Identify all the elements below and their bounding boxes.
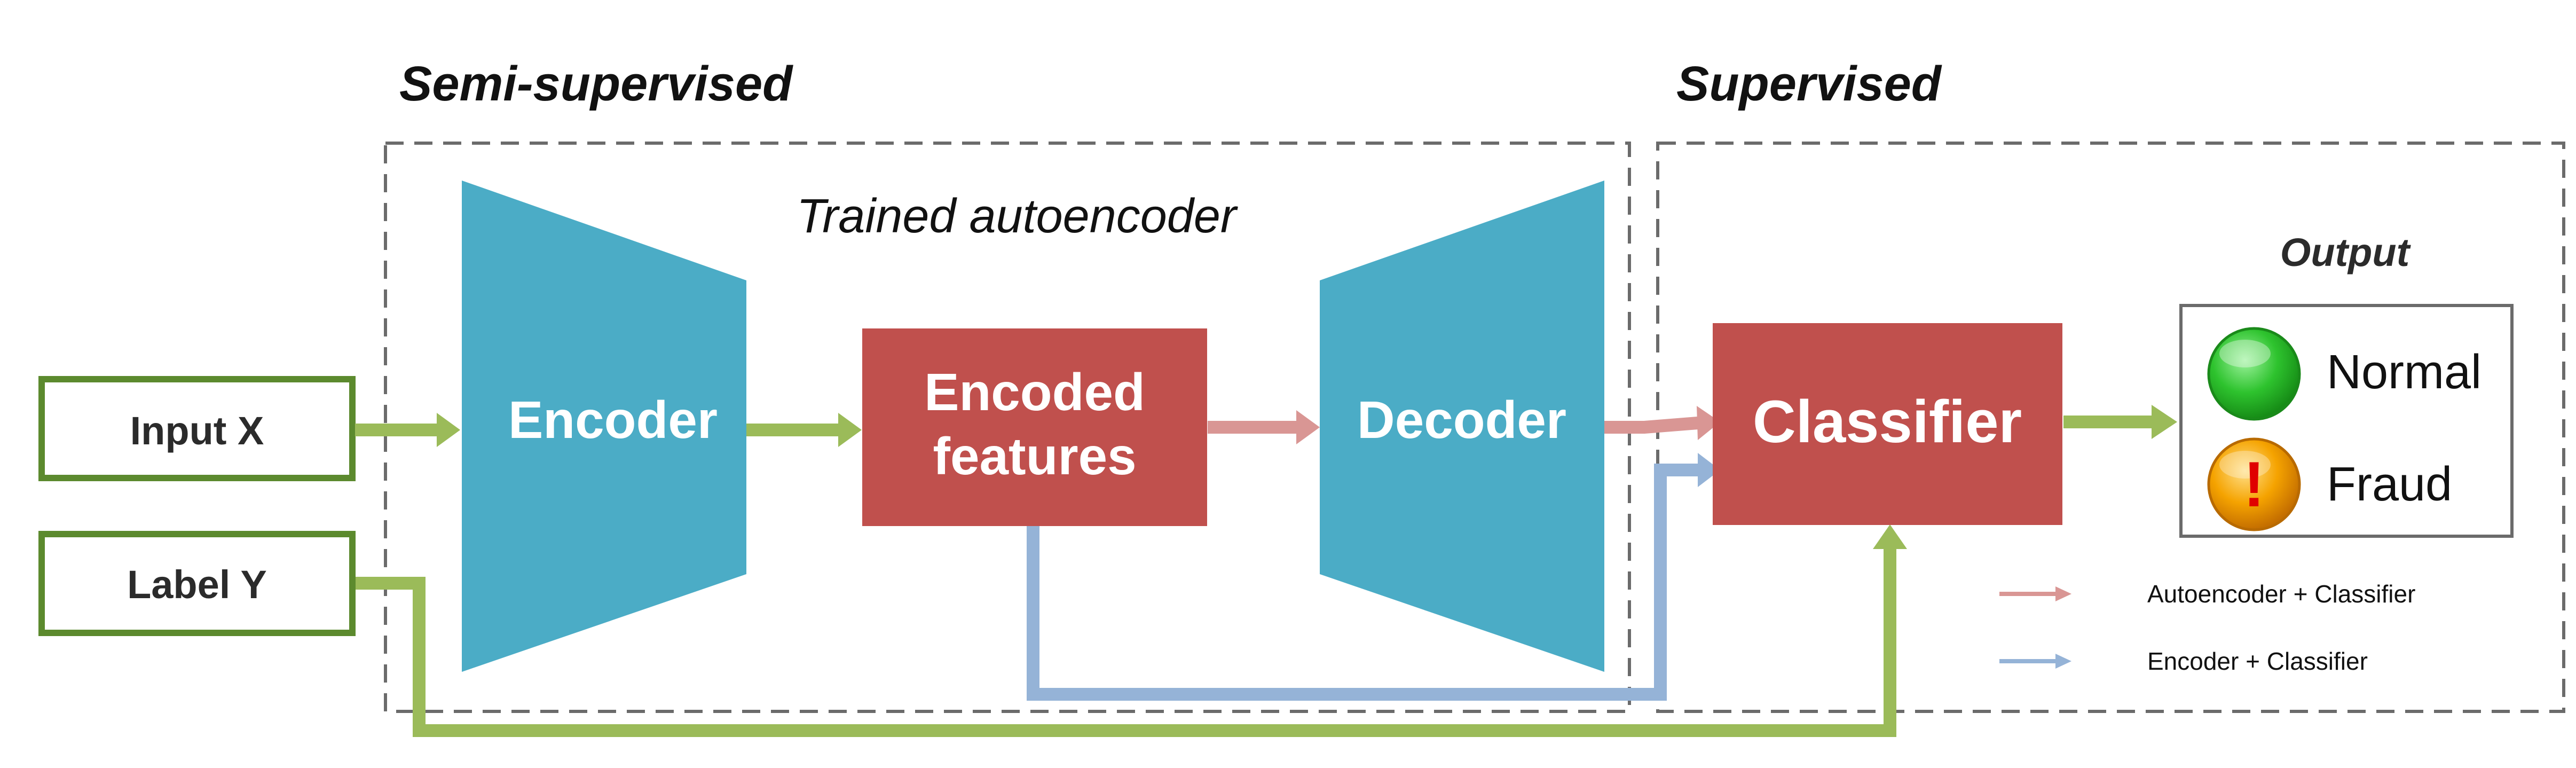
- input-x-box: [38, 376, 356, 481]
- label-y-box: [38, 531, 356, 636]
- label-to-classifier-connector: [355, 549, 1896, 737]
- encoder-to-features-arrowhead: [838, 413, 862, 447]
- encoded-features-label-line1: Encoded: [924, 363, 1145, 421]
- label-to-classifier-arrowhead: [1873, 524, 1907, 549]
- output-title: Output: [2280, 230, 2412, 275]
- encoded-features-label-line2: features: [933, 427, 1136, 485]
- legend: Autoencoder + Classifier Encoder + Class…: [1999, 580, 2415, 675]
- legend-blue-arrowhead: [2055, 654, 2071, 669]
- legend-autoencoder-classifier: Autoencoder + Classifier: [2147, 580, 2415, 608]
- decoder-to-classifier-arrowhead: [1697, 406, 1720, 440]
- encoder-block: [462, 181, 746, 672]
- decoder-block: [1320, 181, 1604, 672]
- legend-pink-arrowhead: [2055, 586, 2071, 601]
- encoded-features-block: [862, 328, 1207, 526]
- fraud-warning-icon: !: [2207, 437, 2301, 531]
- input-to-encoder-arrowhead: [437, 413, 460, 447]
- label-y-label: Label Y: [127, 562, 267, 607]
- encoded-to-classifier-connector: [1027, 464, 1698, 701]
- fraud-icon-glyph: !: [2243, 449, 2265, 520]
- classifier-label: Classifier: [1753, 388, 2022, 455]
- features-to-decoder-arrowhead: [1296, 410, 1320, 444]
- legend-encoder-classifier: Encoder + Classifier: [2147, 647, 2368, 675]
- trained-autoencoder-label: Trained autoencoder: [797, 190, 1238, 243]
- normal-label: Normal: [2327, 346, 2482, 399]
- input-x-label: Input X: [130, 409, 264, 453]
- supervised-heading: Supervised: [1676, 57, 1942, 111]
- encoder-label: Encoder: [508, 390, 718, 449]
- classifier-to-output-arrowhead: [2152, 405, 2177, 439]
- classifier-block: [1713, 323, 2062, 525]
- decoder-label: Decoder: [1357, 390, 1566, 449]
- normal-status-icon: [2207, 327, 2301, 421]
- fraud-label: Fraud: [2327, 458, 2452, 511]
- semi-supervised-heading: Semi-supervised: [399, 57, 793, 111]
- encoded-to-classifier-arrowhead: [1698, 453, 1720, 487]
- decoder-to-classifier-arrow: [1604, 417, 1698, 434]
